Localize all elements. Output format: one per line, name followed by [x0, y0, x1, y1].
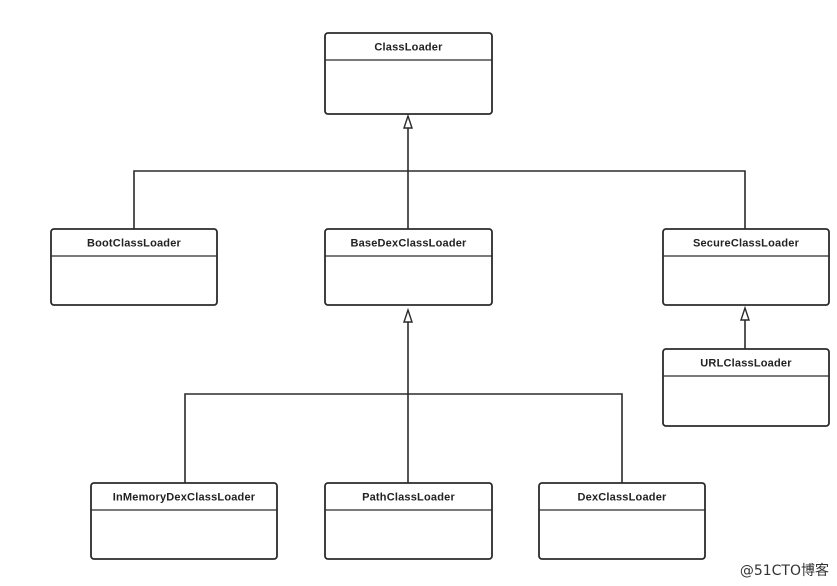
class-box-secureclassloader: SecureClassLoader — [662, 228, 830, 306]
class-box-urlclassloader: URLClassLoader — [662, 348, 830, 427]
class-box-inmemorydexclassloader: InMemoryDexClassLoader — [90, 482, 278, 560]
class-name-basedexclassloader: BaseDexClassLoader — [350, 238, 467, 250]
class-name-dexclassloader: DexClassLoader — [577, 492, 667, 504]
class-name-inmemorydexclassloader: InMemoryDexClassLoader — [113, 492, 256, 504]
inheritance-arrow-secure — [740, 305, 750, 321]
watermark: @51CTO博客 — [739, 563, 829, 579]
class-name-bootclassloader: BootClassLoader — [87, 238, 182, 250]
connector-classloader-children — [133, 128, 746, 229]
class-box-bootclassloader: BootClassLoader — [50, 228, 218, 306]
class-name-classloader: ClassLoader — [374, 42, 443, 54]
connector-basedex-children — [184, 322, 623, 483]
class-box-dexclassloader: DexClassLoader — [538, 482, 706, 560]
inheritance-arrow-classloader — [403, 113, 413, 129]
class-name-urlclassloader: URLClassLoader — [700, 358, 792, 370]
class-box-basedexclassloader: BaseDexClassLoader — [324, 228, 493, 306]
inheritance-arrow-basedex — [403, 307, 413, 323]
class-box-pathclassloader: PathClassLoader — [324, 482, 493, 560]
class-name-secureclassloader: SecureClassLoader — [693, 238, 800, 250]
class-name-pathclassloader: PathClassLoader — [362, 492, 455, 504]
class-box-classloader: ClassLoader — [324, 32, 493, 115]
